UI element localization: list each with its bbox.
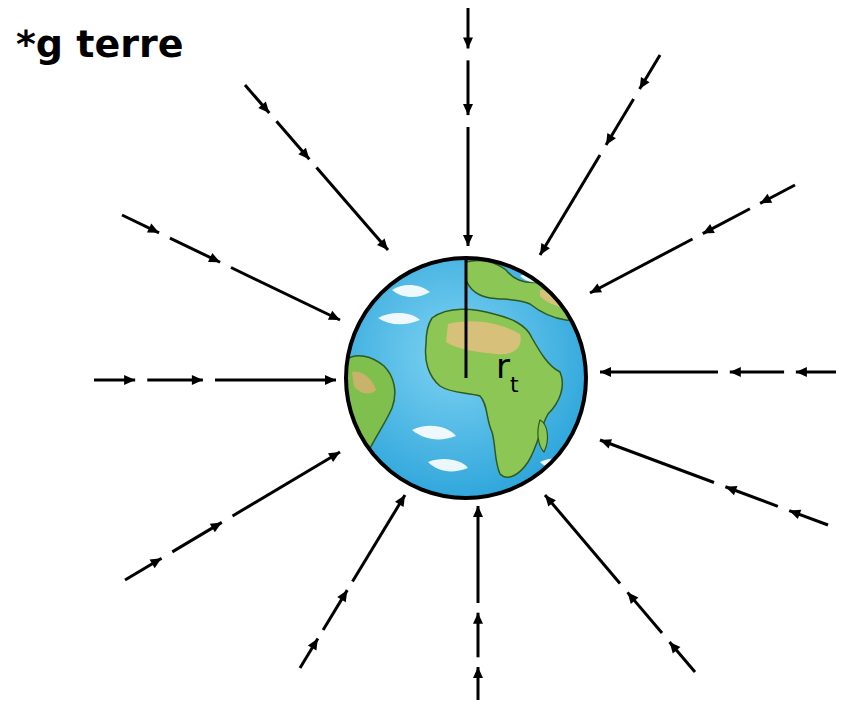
field-arrow-segment <box>477 506 480 603</box>
arrow-head <box>473 506 483 517</box>
field-arrow-segment <box>760 185 795 203</box>
arrow-head <box>760 194 772 204</box>
field-arrow-segment <box>789 511 828 525</box>
arrow-head <box>730 367 741 377</box>
earth-outline <box>346 258 586 498</box>
arrow-head <box>325 375 336 385</box>
field-arrow-segment <box>628 592 663 633</box>
arrow-head <box>463 104 473 115</box>
field-arrow-segment <box>606 99 634 145</box>
arrow-head <box>545 495 556 507</box>
field-arrow-segment <box>125 558 162 580</box>
field-arrow-segment <box>600 371 718 374</box>
arrow-head <box>670 642 681 654</box>
arrow-head <box>337 590 347 602</box>
field-arrow-segment <box>600 440 714 483</box>
radius-subscript: t <box>510 372 519 397</box>
field-arrow-segment <box>317 168 389 251</box>
arrow-head <box>725 486 737 495</box>
arrow-head <box>328 311 340 320</box>
field-arrow-segment <box>703 209 750 234</box>
arrow-head <box>789 510 801 519</box>
field-arrow-segment <box>725 487 777 507</box>
field-arrow-segment <box>215 379 336 382</box>
diagram-title: *g terre <box>16 22 184 66</box>
arrow-head <box>463 37 473 48</box>
field-arrow-segment <box>170 238 220 262</box>
arrow-head <box>150 558 162 568</box>
field-arrow-segment <box>545 495 620 584</box>
field-arrow-segment <box>276 121 309 159</box>
arrow-head <box>600 367 611 377</box>
arrow-head <box>640 77 650 89</box>
arrow-head <box>147 224 159 233</box>
field-arrow-segment <box>640 55 660 89</box>
field-arrow-segment <box>467 127 470 246</box>
field-arrow-segment <box>172 522 221 551</box>
arrow-head <box>473 613 483 624</box>
field-arrow-segment <box>122 215 159 233</box>
field-arrow-segment <box>323 590 347 630</box>
arrow-head <box>796 367 807 377</box>
arrow-head <box>377 238 388 250</box>
arrow-head <box>208 253 220 262</box>
field-arrow-segment <box>590 239 693 293</box>
field-arrow-segment <box>540 155 600 255</box>
arrow-head <box>703 224 715 234</box>
field-arrow-segment <box>300 639 318 668</box>
arrow-head <box>124 375 135 385</box>
field-arrow-segment <box>233 452 341 516</box>
arrow-head <box>192 375 203 385</box>
arrow-head <box>606 133 616 145</box>
field-arrow-segment <box>245 85 269 113</box>
field-arrows <box>94 8 836 700</box>
field-arrow-segment <box>353 495 406 582</box>
arrow-head <box>395 495 405 507</box>
arrow-head <box>473 667 483 678</box>
arrow-head <box>628 592 639 604</box>
arrow-head <box>590 283 602 293</box>
arrow-head <box>463 235 473 246</box>
arrow-head <box>328 452 340 462</box>
arrow-head <box>308 639 318 651</box>
arrow-head <box>600 439 612 448</box>
radius-line <box>465 258 468 378</box>
arrow-head <box>298 148 309 160</box>
arrow-head <box>258 101 269 113</box>
field-arrow-segment <box>670 642 696 672</box>
arrow-head <box>540 243 550 255</box>
field-arrow-segment <box>231 268 340 321</box>
radius-symbol: r <box>496 346 510 386</box>
arrow-head <box>210 522 222 532</box>
